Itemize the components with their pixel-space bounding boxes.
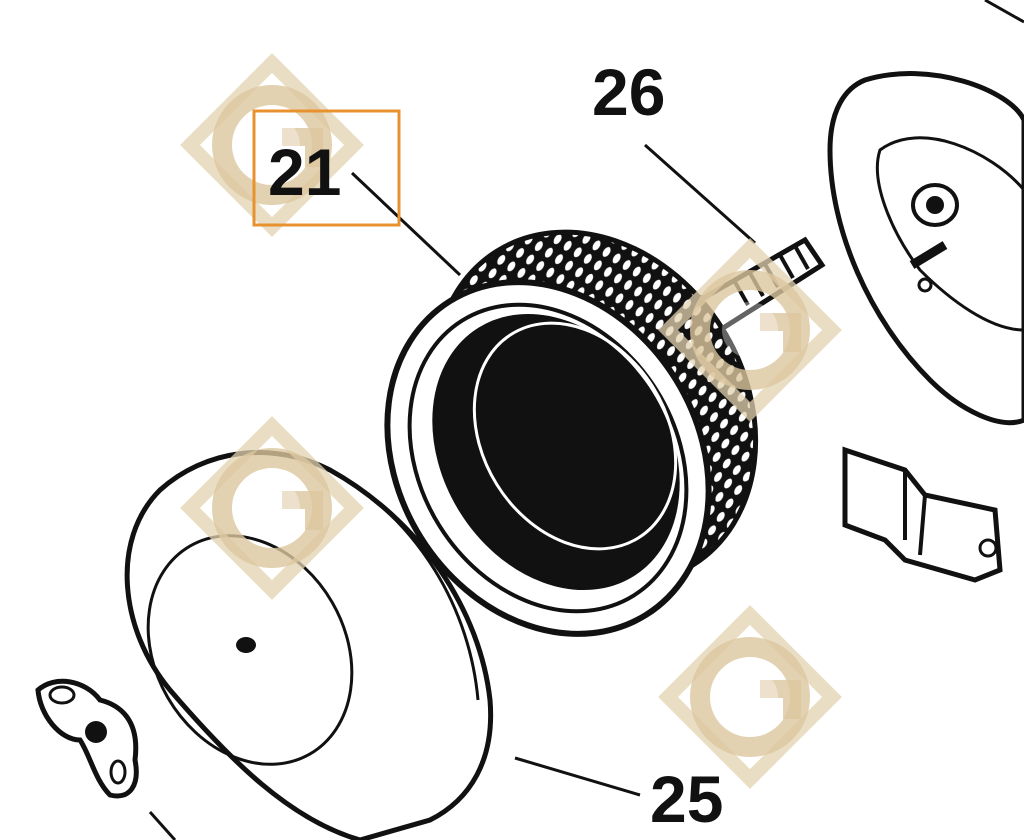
wing-nut [35,678,139,799]
air-filter-cover [124,450,494,840]
frame-edge [984,0,1024,24]
g-diamond-logo-icon [668,615,832,779]
leader-25 [514,756,641,797]
leader-wingnut [148,811,177,840]
leader-26 [644,143,756,245]
callout-21: 21 [268,135,341,209]
callout-26: 26 [592,55,665,129]
breather-gasket [842,446,1003,583]
air-filter-base-housing [827,71,1024,426]
highlight-box [252,109,401,227]
leader-lines [148,143,756,840]
leader-21 [350,171,462,277]
callout-25: 25 [650,762,723,836]
